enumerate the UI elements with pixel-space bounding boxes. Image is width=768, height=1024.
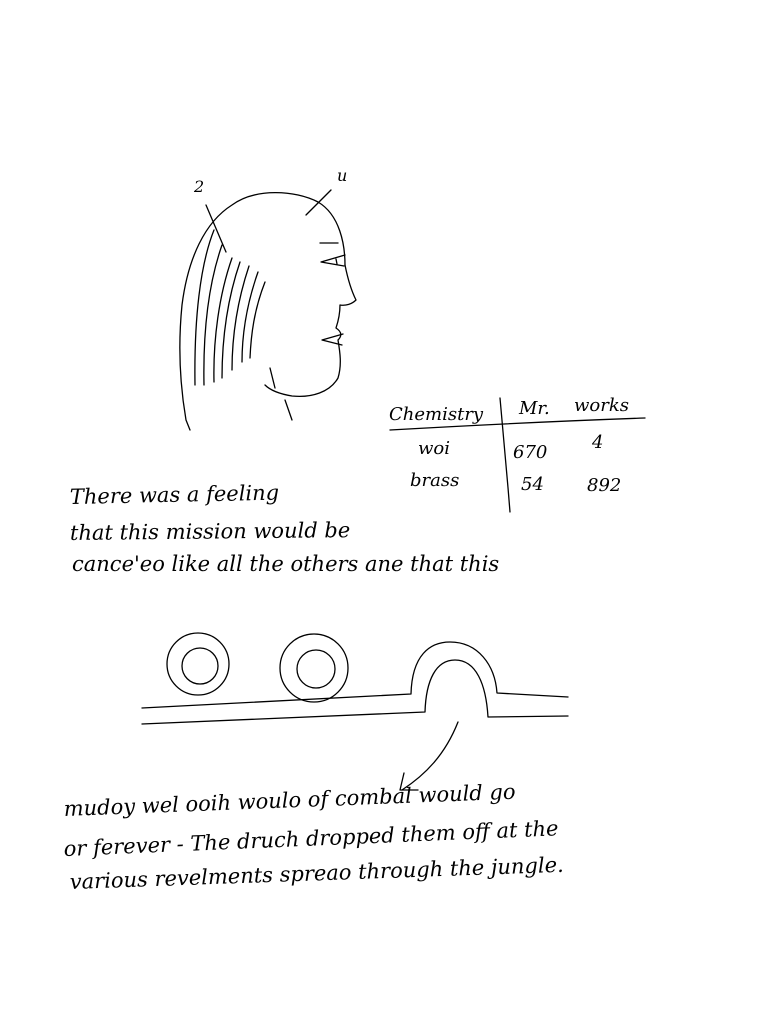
head-sketch: 2 u <box>179 166 357 431</box>
head-outline <box>179 191 346 431</box>
arrow-line <box>401 721 459 791</box>
table-cell-row2-col1: brass <box>410 470 459 491</box>
table-cell-row2-col3: 892 <box>587 475 621 496</box>
paragraph-1-line-2: that this mission would be <box>70 518 351 545</box>
table-header-works: works <box>574 395 629 416</box>
label-2: 2 <box>193 177 204 196</box>
table-cell-row2-col2: 54 <box>521 474 544 495</box>
chemistry-table: Chemistry Mr. works woi 670 4 brass 54 8… <box>389 395 646 513</box>
hair-strands <box>194 229 276 389</box>
paragraph-1-line-1: There was a feeling <box>70 481 280 509</box>
terrain-sketch <box>141 632 569 791</box>
pointer-line-u <box>305 189 332 216</box>
paragraph-2-line-2: or ferever - The druch dropped them off … <box>63 816 559 861</box>
circle-1-outer <box>166 632 230 696</box>
table-cell-row1-col2: 670 <box>513 442 547 463</box>
ground-lower-line <box>141 659 569 725</box>
eye <box>320 254 346 267</box>
table-cell-row1-col3: 4 <box>591 432 603 453</box>
circle-2-inner <box>296 649 336 689</box>
ground-upper-line <box>141 641 569 709</box>
table-header-chemistry: Chemistry <box>389 404 484 425</box>
label-u: u <box>337 166 347 185</box>
table-header-mr: Mr. <box>518 398 550 419</box>
table-horizontal-rule <box>389 417 646 431</box>
neck <box>284 399 293 421</box>
pointer-line-2 <box>205 204 227 253</box>
paragraph-2-line-1: mudoy wel ooih woulo of combal would go <box>63 780 516 821</box>
table-vertical-rule <box>499 397 511 513</box>
mouth <box>321 333 344 346</box>
arrow-head <box>399 772 419 791</box>
paragraph-1-line-3: cance'eo like all the others ane that th… <box>72 552 499 576</box>
paragraph-2-line-3: various revelments spreao through the ju… <box>69 853 564 894</box>
paragraph-2: mudoy wel ooih woulo of combal would go … <box>63 780 564 894</box>
circle-2-outer <box>279 633 349 703</box>
table-cell-row1-col1: woi <box>418 438 450 459</box>
paragraph-1: There was a feeling that this mission wo… <box>70 481 500 576</box>
circle-1-inner <box>181 647 219 685</box>
face-profile <box>264 264 357 398</box>
